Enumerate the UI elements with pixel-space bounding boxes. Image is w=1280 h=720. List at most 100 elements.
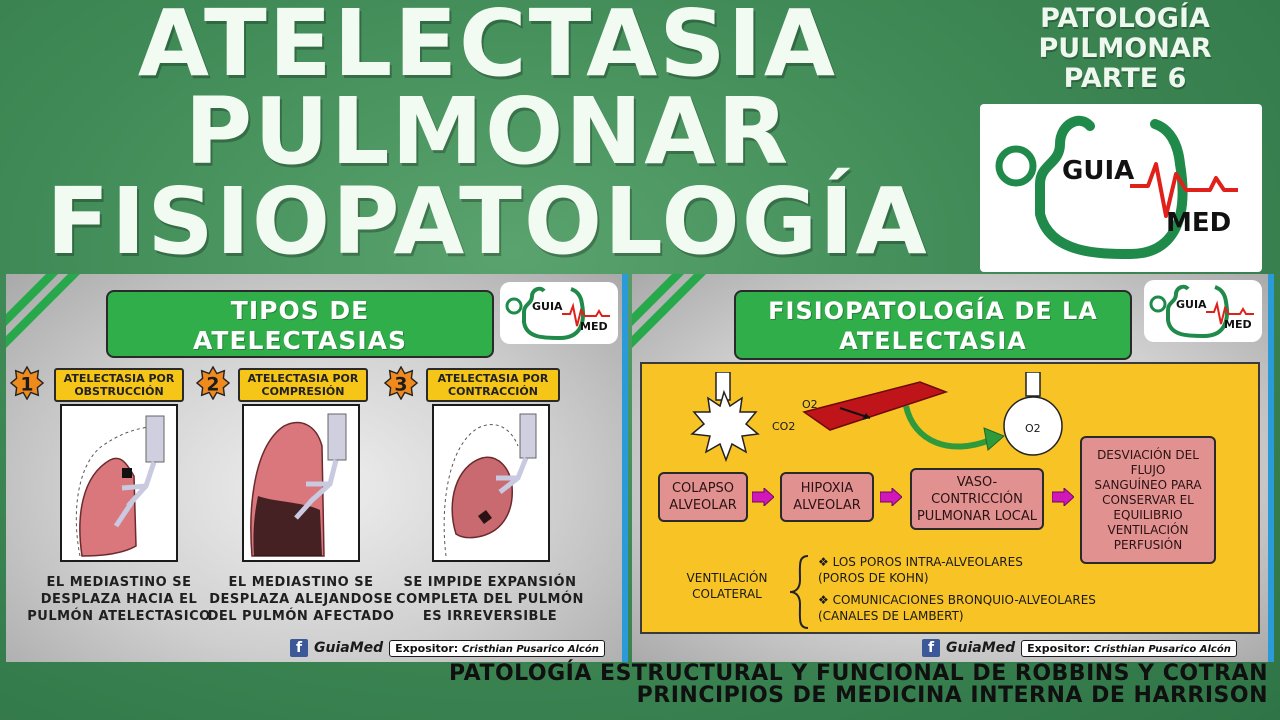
panel-title: TIPOS DE ATELECTASIAS [106,290,494,358]
desc-line-2: DESPLAZA ALEJANDOSE [209,592,393,607]
number-badge-1: 1 [10,366,44,400]
box-line: SANGUÍNEO PARA [1094,477,1202,492]
logo-word-guia: GUIA [1062,156,1135,186]
type-label-obstruccion: ATELECTASIA POR OBSTRUCCIÓN [54,368,184,402]
logo-word-guia: GUIA [1176,298,1207,311]
series-label: PATOLOGÍA PULMONAR PARTE 6 [985,4,1265,94]
curved-arrow-icon [903,405,1005,451]
physiopathology-diagram: O2 CO2 O2 COLAPSO ALVEOLAR HIPOXIA ALVEO… [640,362,1260,634]
poros-line-2: (POROS DE KOHN) [818,571,929,585]
desc-line-3: PULMÓN ATELECTASICO [27,609,211,624]
box-line: CONTRICCIÓN [931,491,1023,507]
panel-types-of-atelectasis: TIPOS DE ATELECTASIAS GUIA MED 1 ATELECT… [6,274,628,662]
lung-icon [75,415,165,557]
logo-word-guia: GUIA [532,300,563,313]
box-line: ALVEOLAR [793,498,861,513]
gas-label-co2: CO2 [772,420,796,433]
type-label-contraccion: ATELECTASIA POR CONTRACCIÓN [426,368,560,402]
facebook-page-name[interactable]: GuiaMed [946,640,1016,656]
box-colapso-alveolar: COLAPSO ALVEOLAR [658,472,748,522]
series-line-3: PARTE 6 [1063,63,1187,94]
badge-number-1: 1 [20,374,33,396]
arrow-right-icon [1052,488,1074,506]
box-line: PERFUSIÓN [1113,537,1183,552]
gas-label-o2-alveolus: O2 [1025,422,1041,435]
series-line-1: PATOLOGÍA [1040,3,1210,34]
expositor-label: Expositor: [395,641,459,655]
lung-illustration-compression [242,404,360,562]
decorative-stripes [632,274,706,348]
credits-strip: f GuiaMed Expositor: Cristhian Pusarico … [922,638,1237,658]
title-line-1: ATELECTASIA [137,0,838,97]
title-line-2: PULMONAR [184,78,791,185]
desc-line-2: DESPLAZA HACIA EL [40,592,198,607]
type-label-line-1: ATELECTASIA POR [247,372,359,385]
lung-illustration-contraction [432,404,550,562]
box-line: VASO- [956,474,998,490]
comunicaciones-line-2: (CANALES DE LAMBERT) [818,609,964,623]
decorative-stripes [6,274,80,348]
expositor-name: Cristhian Pusarico Alcón [1094,643,1231,655]
collapsed-alveolus-icon [690,372,760,463]
box-line: DESVIACIÓN DEL [1097,447,1199,462]
number-badge-3: 3 [384,366,418,400]
box-line: PULMONAR LOCAL [916,508,1038,524]
box-line: COLAPSO [671,481,735,496]
series-line-2: PULMONAR [1038,33,1212,64]
type-label-line-1: ATELECTASIA POR [63,372,175,385]
panel-title-line-2: ATELECTASIA [839,327,1027,355]
panel-title-line-2: ATELECTASIAS [192,326,407,355]
number-badge-2: 2 [196,366,230,400]
blood-vessel-icon [802,381,949,431]
box-line: HIPOXIA [800,481,854,496]
desc-line-1: EL MEDIASTINO SE [46,575,192,590]
reference-robbins: PATOLOGÍA ESTRUCTURAL Y FUNCIONAL DE ROB… [449,661,1268,686]
type-label-line-2: COMPRESIÓN [261,385,345,398]
credits-strip: f GuiaMed Expositor: Cristhian Pusarico … [290,638,605,658]
box-line: CONSERVAR EL [1102,492,1194,507]
gas-label-o2: O2 [802,398,818,411]
desc-line-3: ES IRREVERSIBLE [422,609,558,624]
type-label-line-1: ATELECTASIA POR [437,372,549,385]
poros-de-kohn: ❖ LOS POROS INTRA-ALVEOLARES (POROS DE K… [818,554,1023,586]
ventilacion-colateral-label: VENTILACIÓN COLATERAL [672,570,782,602]
stethoscope-icon [505,286,610,340]
stethoscope-icon [1149,284,1254,338]
box-line: ALVEOLAR [669,498,737,513]
lung-icon [443,413,537,557]
panel-title-line-1: FISIOPATOLOGÍA DE LA [768,297,1098,325]
box-desviacion-flujo: DESVIACIÓN DEL FLUJO SANGUÍNEO PARA CONS… [1080,436,1216,564]
logo-word-med: MED [580,320,608,333]
reference-harrison: PRINCIPIOS DE MEDICINA INTERNA DE HARRIS… [636,683,1268,708]
title-line-3: FISIOPATOLOGÍA [46,168,929,275]
facebook-icon[interactable]: f [290,639,308,657]
logo-word-med: MED [1166,208,1232,238]
guiamed-logo-small: GUIA MED [500,282,618,344]
type-label-line-2: OBSTRUCCIÓN [74,385,164,398]
box-line: FLUJO [1130,462,1166,477]
facebook-page-name[interactable]: GuiaMed [314,640,384,656]
box-line: EQUILIBRIO [1113,507,1183,522]
arrow-right-icon [752,488,774,506]
main-title: ATELECTASIA PULMONAR FISIOPATOLOGÍA [0,0,975,272]
expositor-credit: Expositor: Cristhian Pusarico Alcón [389,639,605,657]
desc-line-3: DEL PULMÓN AFECTADO [207,609,395,624]
box-hipoxia-alveolar: HIPOXIA ALVEOLAR [780,472,874,522]
type-description-1: EL MEDIASTINO SE DESPLAZA HACIA EL PULMÓ… [24,574,214,625]
box-vasoconstriccion: VASO- CONTRICCIÓN PULMONAR LOCAL [910,468,1044,530]
stethoscope-icon [995,115,1238,259]
normal-alveolus-icon [1003,372,1063,456]
colateral-line-2: COLATERAL [692,587,762,601]
type-label-compresion: ATELECTASIA POR COMPRESIÓN [238,368,368,402]
lung-illustration-obstruction [60,404,178,562]
box-line: VENTILACIÓN [1107,522,1189,537]
colateral-line-1: VENTILACIÓN [686,571,768,585]
canales-de-lambert: ❖ COMUNICACIONES BRONQUIO-ALVEOLARES (CA… [818,592,1096,624]
guiamed-logo: GUIA MED [980,104,1262,272]
expositor-label: Expositor: [1027,641,1091,655]
desc-line-1: EL MEDIASTINO SE [228,575,374,590]
type-description-2: EL MEDIASTINO SE DESPLAZA ALEJANDOSE DEL… [206,574,396,625]
expositor-credit: Expositor: Cristhian Pusarico Alcón [1021,639,1237,657]
facebook-icon[interactable]: f [922,639,940,657]
comunicaciones-line-1: ❖ COMUNICACIONES BRONQUIO-ALVEOLARES [818,593,1096,607]
